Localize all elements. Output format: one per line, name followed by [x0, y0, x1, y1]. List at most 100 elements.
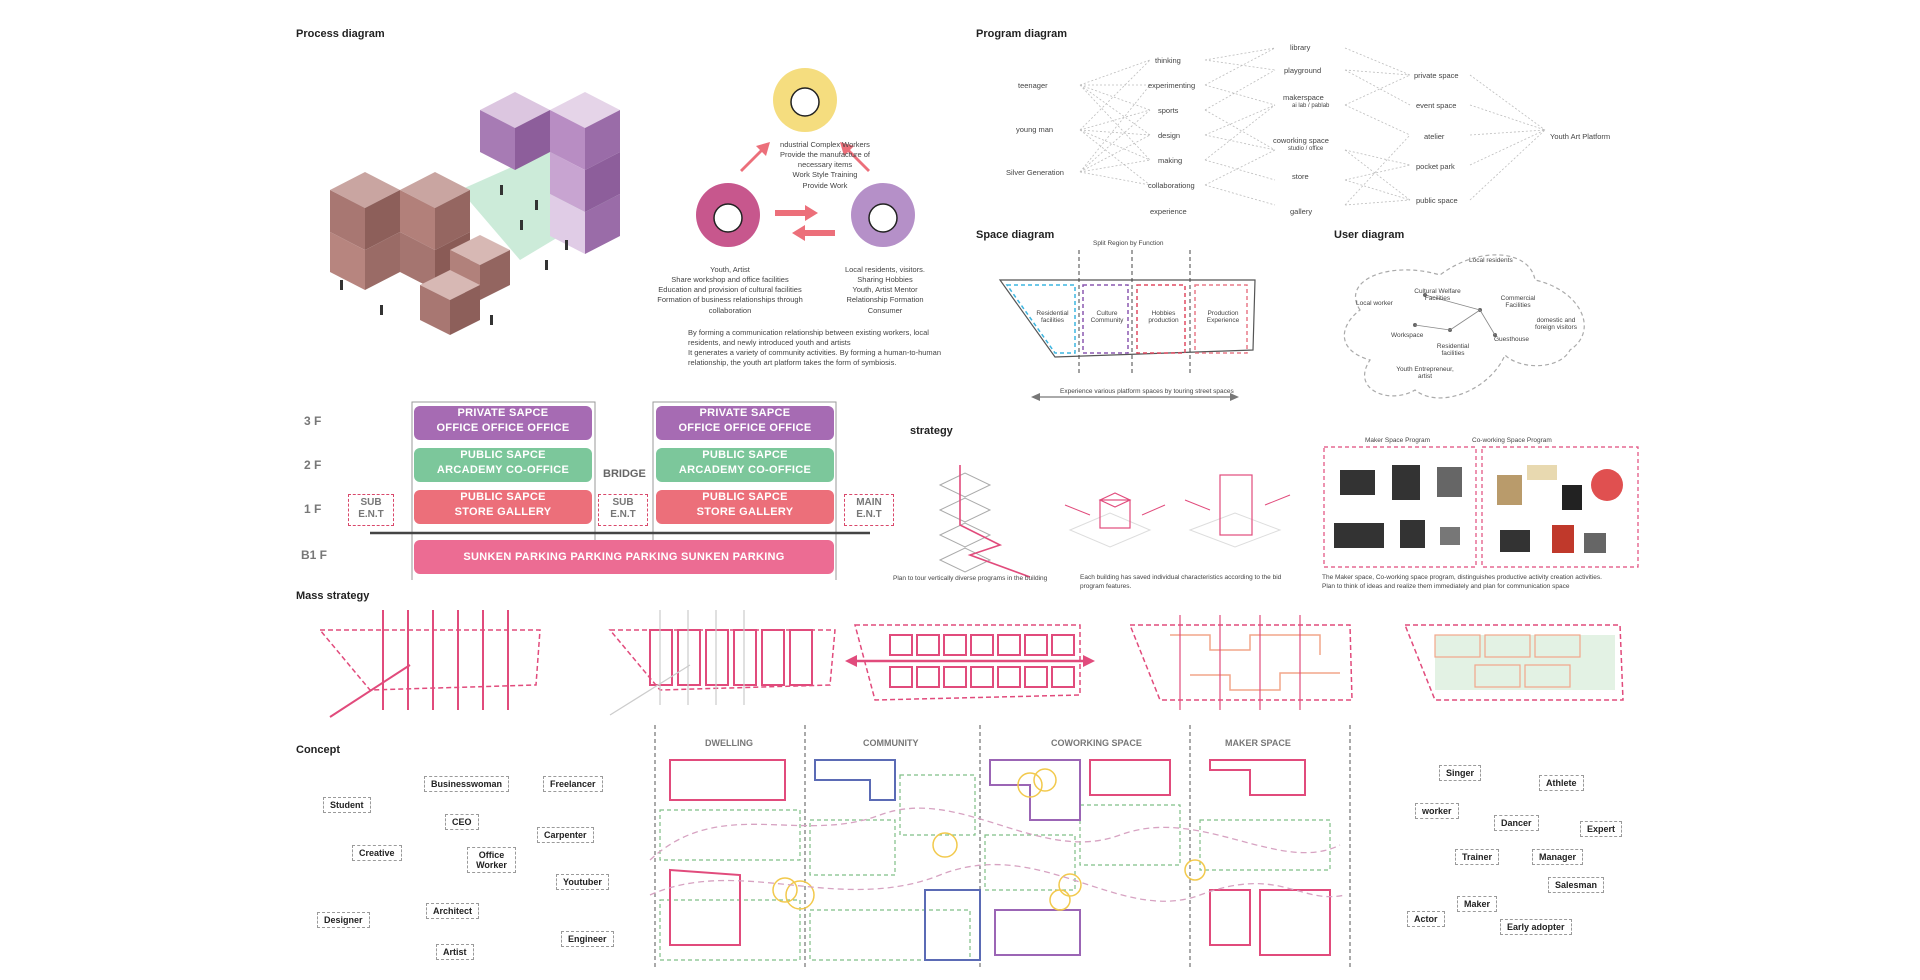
activity-thinking: thinking: [1155, 56, 1181, 65]
facility-coworking: coworking space: [1273, 136, 1329, 145]
isometric-cubes-illustration: [330, 92, 620, 335]
user-cultural-welfare: Cultural Welfare Facilities: [1414, 288, 1461, 302]
zone-community: COMMUNITY: [863, 738, 919, 748]
user-office-worker: Office Worker: [467, 847, 516, 873]
facility-makerspace: makerspace: [1283, 93, 1324, 102]
facility-store: store: [1292, 172, 1309, 181]
process-relationship-graphic: [696, 68, 915, 247]
space-diagram-title: Space diagram: [976, 229, 1055, 241]
program-user-teenager: teenager: [1018, 81, 1048, 90]
maker-space-title: Maker Space Program: [1365, 437, 1431, 444]
user-athlete: Athlete: [1539, 775, 1584, 791]
user-worker: worker: [1415, 803, 1459, 819]
main-entrance: MAIN E.N.T: [844, 494, 894, 526]
user-student: Student: [323, 797, 371, 813]
user-artist: Artist: [436, 944, 474, 960]
program-equipment-panels: [1323, 446, 1639, 568]
floor-2f-label: 2 F: [304, 458, 322, 472]
user-youth: Youth Entrepreneur, artist: [1396, 366, 1454, 380]
zone-culture: Culture Community: [1090, 310, 1124, 324]
mass-strategy-title: Mass strategy: [296, 590, 370, 602]
user-dancer: Dancer: [1494, 815, 1539, 831]
user-diagram-blob: [1343, 254, 1585, 399]
zone-residential: Residential facilities: [1036, 310, 1069, 324]
coworking-space-title: Co-working Space Program: [1472, 437, 1552, 444]
facility-library: library: [1290, 43, 1311, 52]
zone-dwelling: DWELLING: [705, 738, 753, 748]
activity-experience: experience: [1150, 207, 1187, 216]
user-freelancer: Freelancer: [543, 776, 603, 792]
zone-coworking: COWORKING SPACE: [1051, 738, 1142, 748]
user-residential: Residential facilities: [1436, 343, 1470, 357]
zone-hobbies: Hobbies production: [1148, 310, 1179, 324]
space-event: event space: [1416, 101, 1457, 110]
basement-bar: SUNKEN PARKING PARKING PARKING SUNKEN PA…: [414, 540, 834, 574]
zone-production: Production Experience: [1206, 310, 1240, 324]
zone-maker: MAKER SPACE: [1225, 738, 1291, 748]
user-designer: Designer: [317, 912, 370, 928]
residents-description: Local residents, visitors.Sharing Hobbie…: [844, 265, 926, 315]
process-summary: By forming a communication relationship …: [688, 328, 942, 368]
strategy-caption-3: The Maker space, Co-working space progra…: [1322, 574, 1602, 590]
user-diagram-title: User diagram: [1334, 229, 1405, 241]
floor-b1f-label: B1 F: [301, 548, 328, 562]
space-pocket-park: pocket park: [1416, 162, 1455, 171]
program-diagram-connections: [1079, 47, 1546, 206]
space-diagram-drawing: [998, 250, 1256, 401]
user-businesswoman: Businesswoman: [424, 776, 510, 792]
user-workspace: Workspace: [1391, 332, 1424, 339]
concept-title: Concept: [296, 744, 340, 756]
user-expert: Expert: [1580, 821, 1623, 837]
process-diagram-title: Process diagram: [296, 28, 385, 40]
user-architect: Architect: [426, 903, 480, 919]
space-bottom-label: Experience various platform spaces by to…: [1060, 388, 1234, 395]
activity-sports: sports: [1158, 106, 1179, 115]
user-visitors: domestic and foreign visitors: [1535, 317, 1577, 331]
program-diagram-title: Program diagram: [976, 28, 1068, 40]
youth-art-platform-node: Youth Art Platform: [1550, 132, 1611, 141]
space-atelier: atelier: [1424, 132, 1445, 141]
concept-plan: [649, 725, 1351, 970]
user-engineer: Engineer: [561, 931, 614, 947]
facility-playground: playground: [1284, 66, 1322, 75]
user-commercial: Commercial Facilities: [1500, 295, 1536, 309]
user-trainer: Trainer: [1455, 849, 1500, 865]
space-private: private space: [1414, 71, 1459, 80]
sub-entrance-center: SUB E.N.T: [598, 494, 648, 526]
user-carpenter: Carpenter: [537, 827, 594, 843]
user-local-residents: Local residents: [1469, 257, 1513, 264]
user-salesman: Salesman: [1548, 877, 1605, 893]
floor-3f-label: 3 F: [304, 414, 322, 428]
strategy-caption-2: Each building has saved individual chara…: [1080, 574, 1282, 590]
space-public: public space: [1416, 196, 1458, 205]
sub-entrance-left: SUB E.N.T: [348, 494, 394, 526]
user-early-adopter: Early adopter: [1500, 919, 1572, 935]
activity-collaborating: collaborationg: [1148, 181, 1195, 190]
strategy-title: strategy: [910, 425, 953, 437]
user-maker: Maker: [1457, 896, 1498, 912]
user-manager: Manager: [1532, 849, 1584, 865]
mass-strategy-diagrams: [318, 610, 1624, 718]
user-local-worker: Local worker: [1356, 300, 1393, 307]
activity-experimenting: experimenting: [1148, 81, 1196, 90]
facility-coworking-sub: studio / office: [1288, 146, 1324, 152]
user-singer: Singer: [1439, 765, 1482, 781]
strategy-caption-1: Plan to tour vertically diverse programs…: [893, 575, 1048, 582]
strategy-diagrams: [938, 465, 1291, 578]
activity-making: making: [1158, 156, 1183, 165]
facility-gallery: gallery: [1290, 207, 1313, 216]
user-creative: Creative: [352, 845, 402, 861]
bridge-label: BRIDGE: [603, 468, 646, 480]
user-guesthouse: Guesthouse: [1494, 336, 1530, 343]
user-actor: Actor: [1407, 911, 1445, 927]
program-user-young-man: young man: [1016, 125, 1054, 134]
user-youtuber: Youtuber: [556, 874, 609, 890]
